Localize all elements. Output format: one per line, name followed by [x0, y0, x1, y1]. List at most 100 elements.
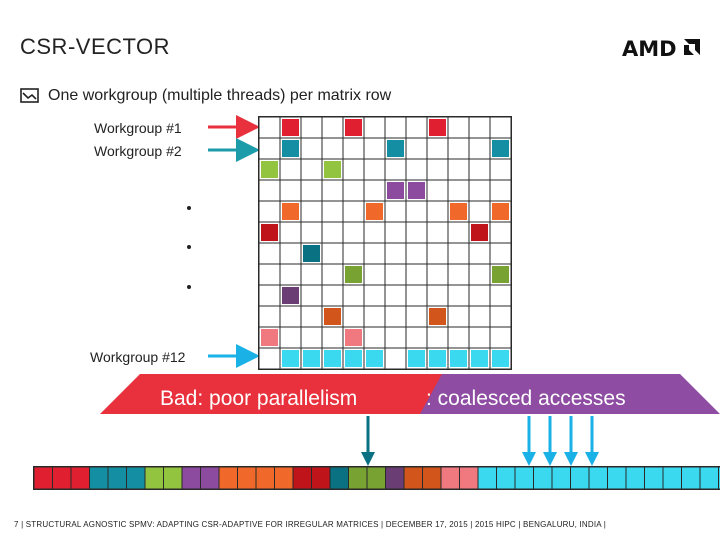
- arrow-down-head: [361, 452, 375, 466]
- value-array-cell-darkorange: [422, 466, 442, 490]
- matrix-cell: [426, 137, 449, 160]
- matrix-cell: [363, 116, 386, 139]
- matrix-cell: [363, 326, 386, 349]
- sparse-matrix-grid: [258, 116, 512, 370]
- matrix-cell: [363, 263, 386, 286]
- matrix-cell: [489, 284, 512, 307]
- matrix-cell: [342, 200, 365, 223]
- workgroup-1-label: Workgroup #1: [94, 120, 182, 136]
- matrix-nonzero-orange: [366, 203, 383, 220]
- matrix-cell: [447, 326, 470, 349]
- value-array-cell-cyan: [662, 466, 682, 490]
- matrix-cell: [258, 116, 281, 139]
- value-array-cell-cyan: [533, 466, 553, 490]
- matrix-cell: [426, 242, 449, 265]
- matrix-cell: [363, 221, 386, 244]
- matrix-cell: [426, 263, 449, 286]
- value-array-cell-darkred: [311, 466, 331, 490]
- matrix-cell: [300, 137, 323, 160]
- matrix-nonzero-orange: [492, 203, 509, 220]
- matrix-cell: [489, 242, 512, 265]
- matrix-cell: [489, 221, 512, 244]
- matrix-nonzero-pink: [345, 329, 362, 346]
- matrix-cell: [342, 158, 365, 181]
- matrix-cell: [300, 200, 323, 223]
- matrix-cell: [447, 284, 470, 307]
- matrix-cell: [426, 179, 449, 202]
- value-array-cell-red: [33, 466, 53, 490]
- value-array-cell-orange: [237, 466, 257, 490]
- value-array-cell-cyan: [477, 466, 497, 490]
- matrix-cell: [447, 242, 470, 265]
- matrix-cell: [258, 284, 281, 307]
- matrix-cell: [489, 326, 512, 349]
- good-banner-text: : coalesced accesses: [426, 387, 626, 410]
- workgroup-2-label: Workgroup #2: [94, 143, 182, 159]
- matrix-cell: [258, 242, 281, 265]
- matrix-cell: [447, 305, 470, 328]
- value-array-cell-cyan: [681, 466, 701, 490]
- matrix-cell: [384, 326, 407, 349]
- matrix-cell: [426, 200, 449, 223]
- matrix-cell: [468, 158, 491, 181]
- amd-logo: AMD: [622, 37, 700, 60]
- matrix-cell: [426, 326, 449, 349]
- bullet-point: One workgroup (multiple threads) per mat…: [20, 86, 391, 106]
- matrix-cell: [300, 179, 323, 202]
- value-array-cell-red: [70, 466, 90, 490]
- matrix-nonzero-purple: [387, 182, 404, 199]
- matrix-cell: [300, 305, 323, 328]
- matrix-cell: [405, 326, 428, 349]
- matrix-cell: [384, 347, 407, 370]
- matrix-cell: [405, 221, 428, 244]
- arrow-down-head: [543, 452, 557, 466]
- matrix-cell: [405, 137, 428, 160]
- amd-logo-text: AMD: [622, 37, 677, 60]
- matrix-cell: [279, 179, 302, 202]
- matrix-cell: [447, 158, 470, 181]
- matrix-cell: [363, 179, 386, 202]
- matrix-cell: [321, 179, 344, 202]
- matrix-cell: [300, 158, 323, 181]
- amd-arrow-mark-lower: [684, 45, 694, 55]
- value-array-cell-pink: [440, 466, 460, 490]
- arrow-down-head: [564, 452, 578, 466]
- matrix-cell: [384, 200, 407, 223]
- matrix-cell: [321, 221, 344, 244]
- matrix-nonzero-cyan: [450, 350, 467, 367]
- ellipsis-dot: [187, 285, 191, 289]
- matrix-cell: [405, 242, 428, 265]
- matrix-cell: [384, 284, 407, 307]
- matrix-cell: [447, 179, 470, 202]
- matrix-cell: [363, 137, 386, 160]
- matrix-nonzero-darkorange: [324, 308, 341, 325]
- value-array-cell-darkteal: [329, 466, 349, 490]
- matrix-nonzero-cyan: [303, 350, 320, 367]
- matrix-cell: [468, 137, 491, 160]
- amd-arrow-mark: [684, 39, 700, 55]
- matrix-cell: [300, 116, 323, 139]
- access-arrows: [361, 416, 599, 466]
- value-array-cell-pink: [459, 466, 479, 490]
- value-array-cell-orange: [274, 466, 294, 490]
- matrix-nonzero-cyan: [429, 350, 446, 367]
- value-array: [33, 466, 720, 490]
- matrix-cell: [426, 221, 449, 244]
- matrix-cell: [279, 221, 302, 244]
- matrix-cell: [258, 347, 281, 370]
- matrix-cell: [258, 179, 281, 202]
- matrix-cell: [468, 200, 491, 223]
- matrix-cell: [279, 242, 302, 265]
- matrix-cell: [258, 263, 281, 286]
- matrix-cell: [363, 242, 386, 265]
- value-array-cell-cyan: [718, 466, 720, 490]
- matrix-cell: [363, 305, 386, 328]
- matrix-cell: [384, 305, 407, 328]
- matrix-cell: [405, 263, 428, 286]
- matrix-nonzero-teal: [492, 140, 509, 157]
- matrix-cell: [468, 284, 491, 307]
- bad-banner-text: Bad: poor parallelism: [160, 387, 357, 410]
- value-array-cell-darkred: [292, 466, 312, 490]
- matrix-cell: [321, 326, 344, 349]
- slide-title: CSR-VECTOR: [20, 34, 171, 59]
